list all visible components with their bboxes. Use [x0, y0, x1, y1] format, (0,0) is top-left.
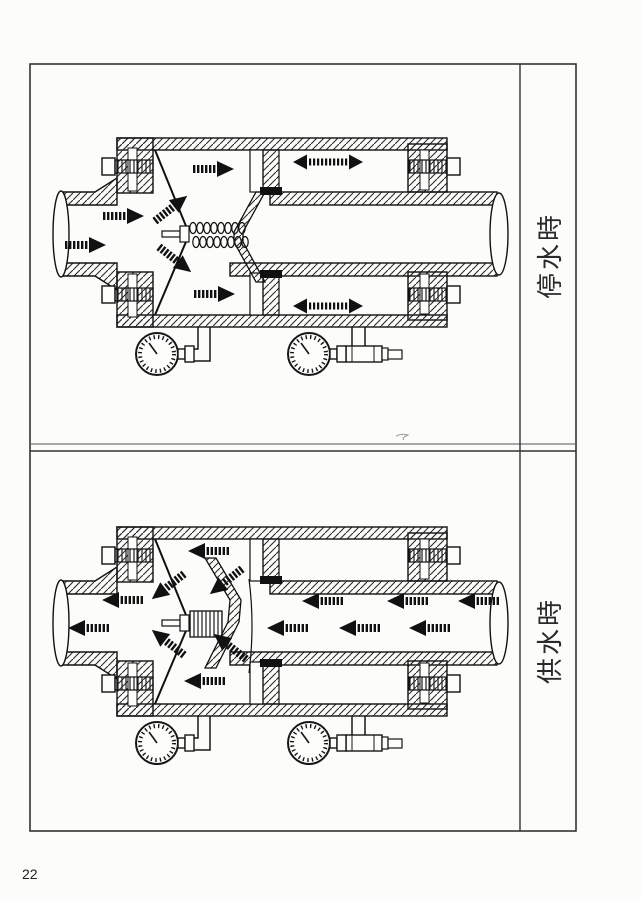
sheet-frame — [29, 63, 577, 832]
valve-stem — [161, 619, 181, 627]
diagram-water-supplying — [53, 527, 508, 764]
scan-smudge — [395, 433, 410, 441]
panel-label-stopped: 停水時 — [521, 66, 575, 444]
panel-label-text: 停水時 — [534, 211, 565, 299]
disc-guide-curve — [248, 578, 253, 674]
valve-spring-compressed — [189, 610, 223, 638]
valve-seat-closed — [233, 191, 267, 283]
valve-disc-open — [203, 557, 242, 669]
panel-label-text: 供水時 — [534, 596, 565, 685]
page-number: 22 — [22, 866, 38, 882]
valve-stem — [161, 230, 181, 238]
diagram-water-stopped — [53, 138, 508, 375]
panel-label-supplying: 供水時 — [521, 452, 575, 829]
valve-cone-closed — [154, 149, 190, 316]
valve-cone-open — [154, 538, 190, 705]
